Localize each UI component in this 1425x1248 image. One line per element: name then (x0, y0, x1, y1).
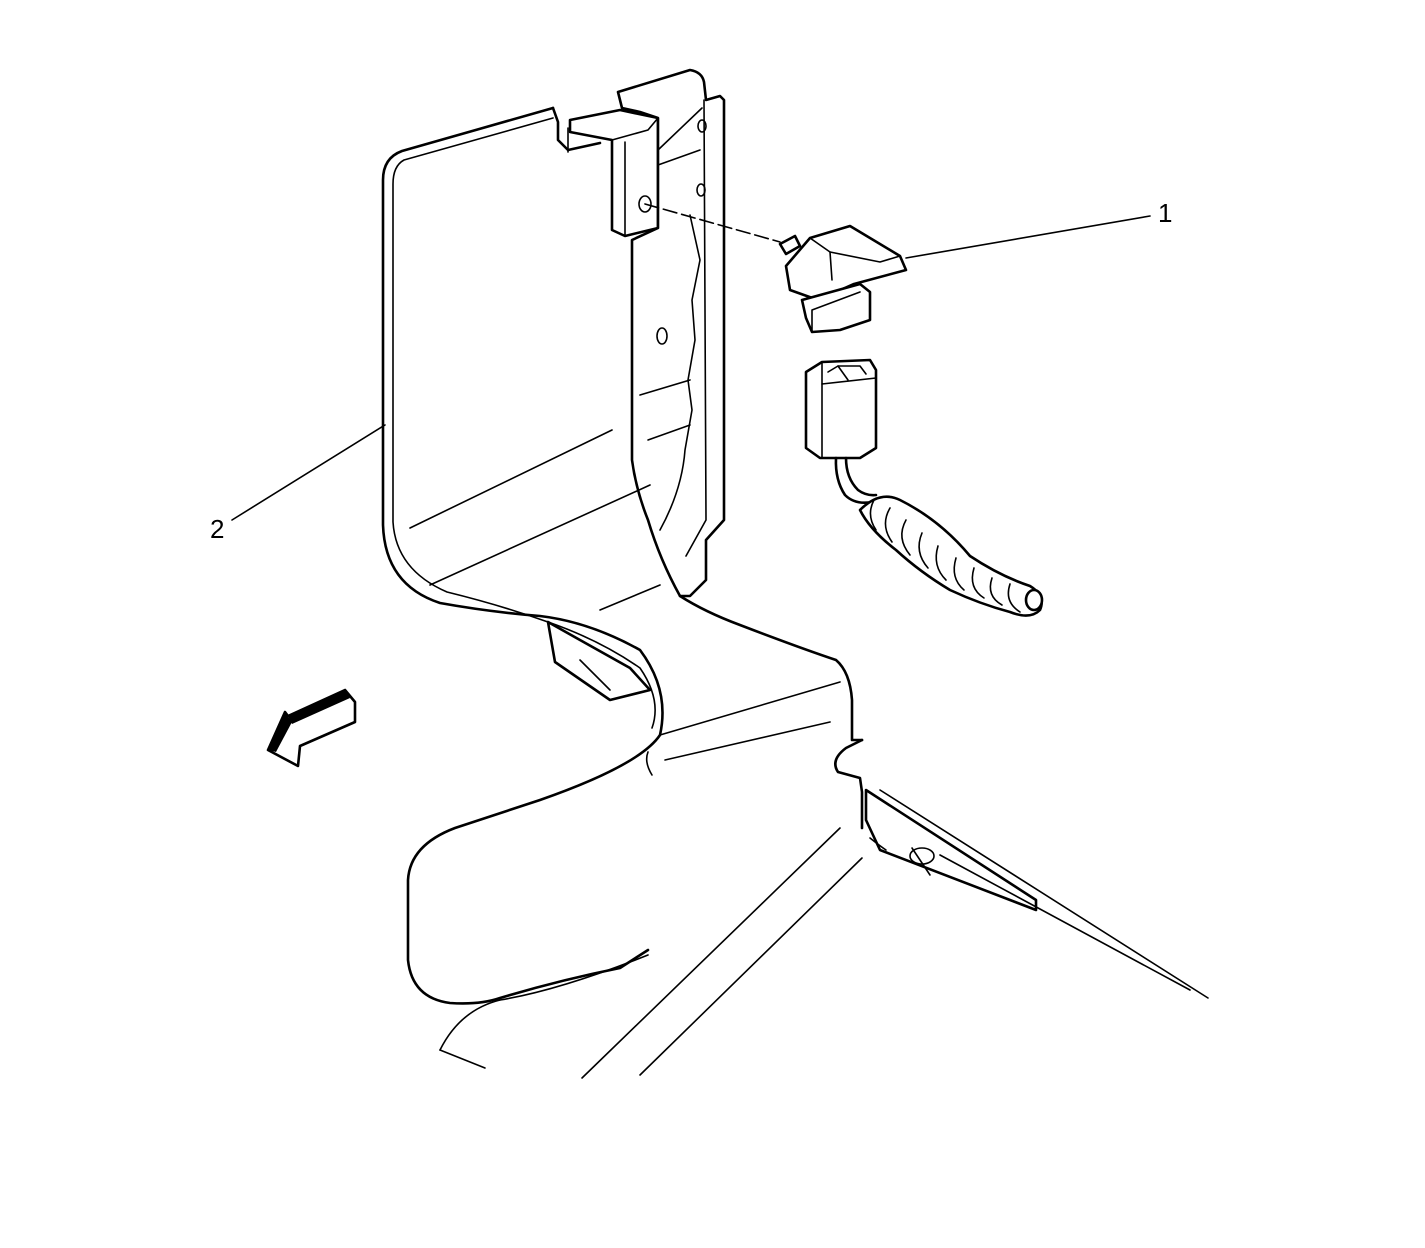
harness-connector (804, 358, 878, 504)
callout-1-label: 1 (1158, 198, 1172, 228)
callout-1-leader (905, 215, 1151, 259)
mounting-bracket-panel (381, 68, 726, 1005)
callout-2-leader (231, 424, 386, 521)
impact-sensor (778, 224, 908, 334)
forward-direction-arrow-icon (266, 688, 357, 768)
floor-structure (439, 594, 1209, 1079)
alignment-line (644, 203, 781, 243)
wire-conduit (858, 495, 1044, 617)
callout-2-label: 2 (210, 514, 224, 544)
